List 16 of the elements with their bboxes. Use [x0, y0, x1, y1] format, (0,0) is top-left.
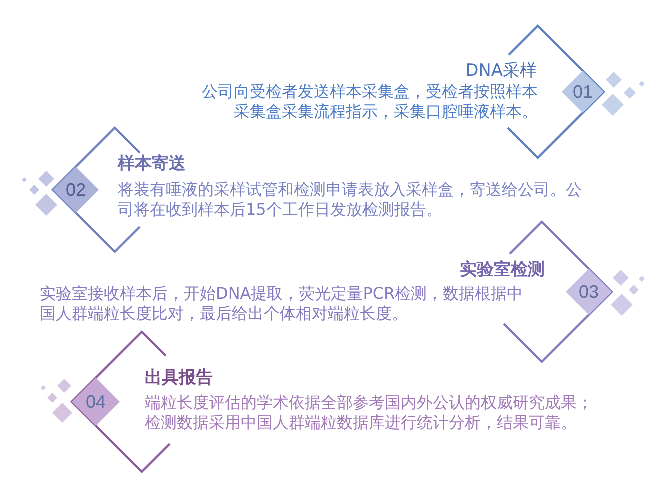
- step-heading: 样本寄送: [118, 154, 186, 174]
- step-diamond: [53, 167, 99, 213]
- step-diamond: [566, 269, 612, 315]
- step-diamond: [72, 378, 120, 426]
- step-diamond: [562, 71, 604, 113]
- step-heading: DNA采样: [466, 61, 537, 81]
- step-heading: 出具报告: [145, 368, 213, 388]
- step-description: 将装有唾液的采样试管和检测申请表放入采样盒，寄送给公司。公司将在收到样本后15个工作日发放检测报告。: [118, 180, 583, 220]
- step-description: 公司向受检者发送样本采集盒，受检者按照样本采集盒采集流程指示，采集口腔唾液样本。: [201, 82, 538, 122]
- step-heading: 实验室检测: [460, 260, 545, 280]
- step-number: 02: [66, 181, 86, 199]
- step-description: 端粒长度评估的学术依据全部参考国内外公认的权威研究成果；检测数据采用中国人群端粒数据库进行统计分析，结果可靠。: [145, 393, 594, 433]
- step-number: 04: [86, 393, 106, 411]
- step-number: 03: [578, 283, 600, 301]
- step-number: 01: [572, 83, 594, 101]
- step-description: 实验室接收样本后，开始DNA提取，荧光定量PCR检测，数据根据中国人群端粒长度比对，最后给出个体相对端粒长度。: [40, 284, 524, 324]
